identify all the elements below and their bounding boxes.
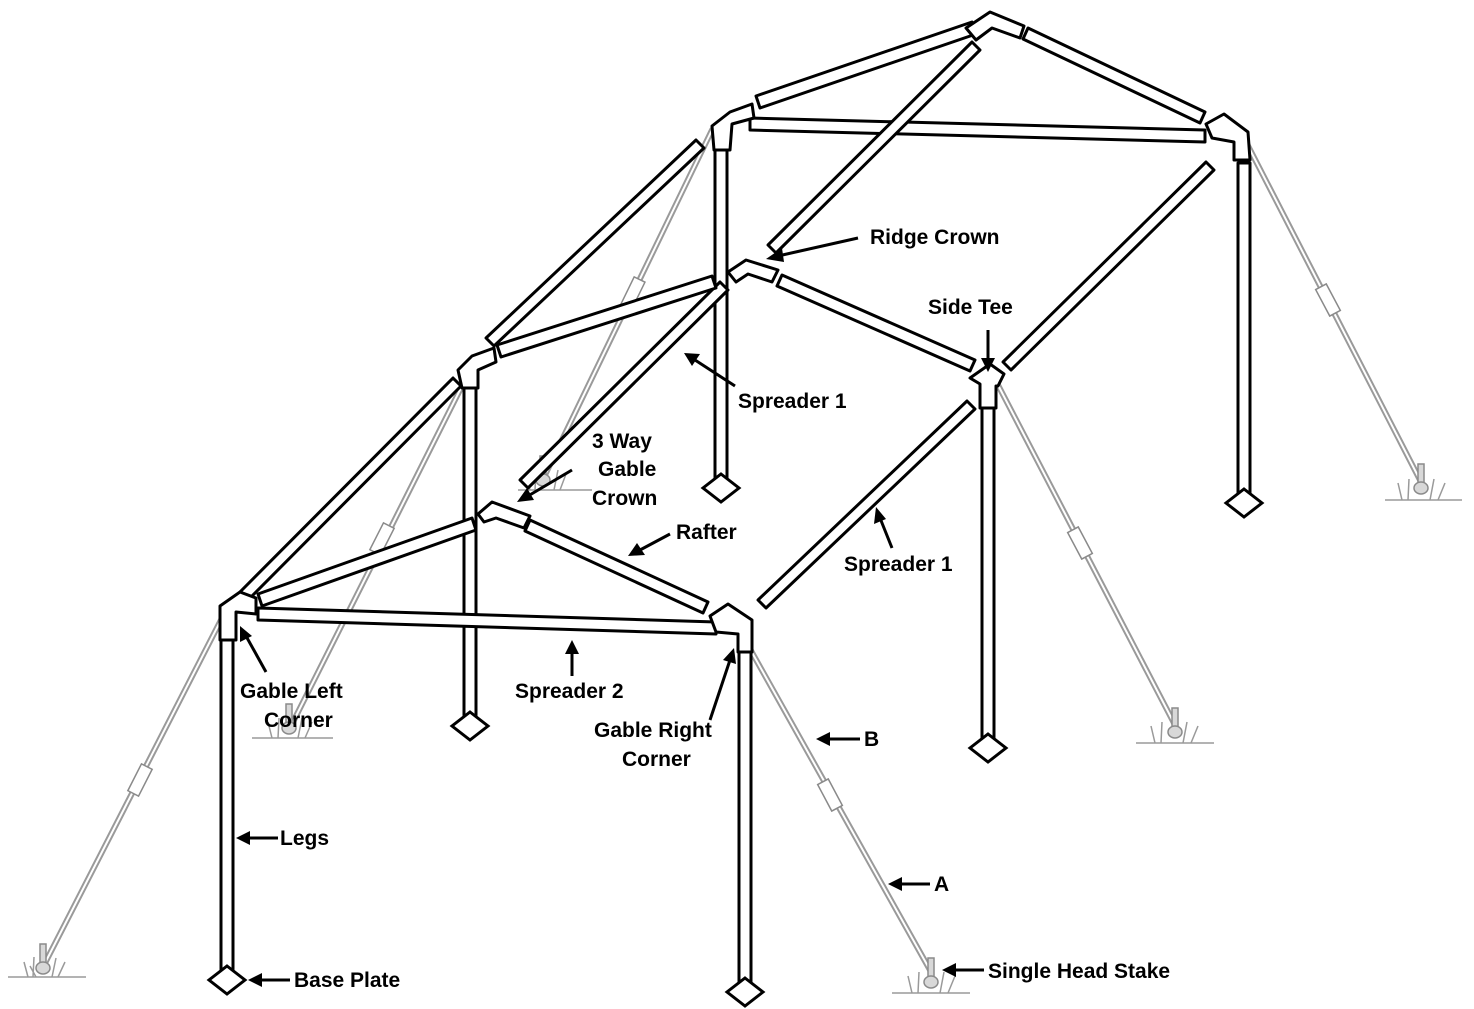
label-gable-right-line1: Gable Right xyxy=(594,719,712,742)
label-spreader-2: Spreader 2 xyxy=(515,680,624,703)
rafter-back-left xyxy=(754,20,978,110)
guy-rope-front-right xyxy=(742,637,933,973)
label-spreader-1-top: Spreader 1 xyxy=(738,390,847,413)
arrow-gable-left-corner xyxy=(244,635,268,673)
stake-left-mid xyxy=(252,703,333,739)
guy-rope-mid-right xyxy=(995,382,1178,728)
labels: Ridge Crown Side Tee Spreader 1 3 Way Ga… xyxy=(240,226,1170,992)
label-rafter: Rafter xyxy=(676,521,737,544)
base-plate-mid-left xyxy=(449,710,491,742)
spreader-1-right-back xyxy=(1001,160,1216,372)
rafter-mid-right xyxy=(775,273,977,373)
label-side-tee: Side Tee xyxy=(928,296,1013,319)
fittings xyxy=(218,10,1252,654)
spreader-2-front xyxy=(256,606,718,636)
side-tee-right-fitting xyxy=(968,362,1006,410)
label-a: A xyxy=(934,873,949,896)
label-three-way-line3: Crown xyxy=(592,487,657,510)
label-three-way-line1: 3 Way xyxy=(592,430,652,453)
spreader-2-back xyxy=(748,116,1207,144)
guy-rope-front-left xyxy=(41,615,225,968)
stake-back-right xyxy=(1385,463,1462,501)
back-left-corner-fitting xyxy=(710,102,756,152)
arrow-rafter xyxy=(639,532,671,552)
rafter-front-left xyxy=(256,516,478,608)
spreader-1-left-back xyxy=(484,138,706,348)
spreader-1-right-front xyxy=(756,399,977,610)
label-ridge-crown: Ridge Crown xyxy=(870,226,1000,249)
label-three-way-line2: Gable xyxy=(598,458,656,481)
base-plate-front-right xyxy=(724,976,766,1008)
label-gable-right-line2: Corner xyxy=(622,748,691,771)
back-right-corner-fitting xyxy=(1204,112,1252,162)
label-single-head-stake: Single Head Stake xyxy=(988,960,1170,983)
leg-mid-left xyxy=(462,386,478,718)
base-plate-back-right xyxy=(1223,487,1265,519)
ridge-spreader-back xyxy=(766,40,982,255)
arrow-spreader-1-top xyxy=(694,358,736,388)
stake-right-mid xyxy=(1136,707,1214,744)
stake-front-left xyxy=(8,943,86,978)
rafter-back-right xyxy=(1021,26,1207,125)
gable-left-corner-fitting xyxy=(218,590,258,642)
arrow-ridge-crown xyxy=(777,236,859,258)
rafters xyxy=(256,20,1207,615)
base-plate-back-left xyxy=(700,472,742,504)
base-plate-mid-right xyxy=(967,732,1009,764)
label-legs: Legs xyxy=(280,827,329,850)
base-plates xyxy=(206,472,1265,1008)
guy-rope-back-right xyxy=(1242,137,1423,483)
base-plate-front-left xyxy=(206,964,248,996)
ridge-crown-fitting xyxy=(726,258,780,284)
leg-front-right xyxy=(737,650,753,984)
label-spreader-1-right: Spreader 1 xyxy=(844,553,953,576)
ridge-spreader-front xyxy=(518,280,730,490)
back-gable-crown-fitting xyxy=(964,10,1026,42)
arrow-gable-right-corner xyxy=(708,659,732,721)
arrow-three-way-gable-crown xyxy=(527,468,573,498)
side-tee-left-fitting xyxy=(456,346,498,390)
label-gable-left-line1: Gable Left xyxy=(240,680,343,703)
gable-right-corner-fitting xyxy=(708,602,754,654)
callout-arrows xyxy=(236,236,995,987)
arrow-spreader-1-right xyxy=(878,517,894,549)
leg-back-right xyxy=(1236,161,1252,495)
label-base-plate: Base Plate xyxy=(294,969,400,992)
guy-rope-front-left-2 xyxy=(287,367,473,731)
label-b: B xyxy=(864,728,879,751)
guy-ropes xyxy=(41,127,1423,973)
leg-back-left xyxy=(713,148,729,480)
spreaders xyxy=(234,40,1216,636)
single-head-stake xyxy=(892,957,970,994)
leg-front-left xyxy=(219,638,235,972)
three-way-gable-crown-fitting xyxy=(476,500,532,530)
rafter-mid-left xyxy=(495,274,718,359)
leg-mid-right xyxy=(980,406,996,740)
rafter-front-right xyxy=(523,518,710,615)
label-gable-left-line2: Corner xyxy=(264,709,333,732)
